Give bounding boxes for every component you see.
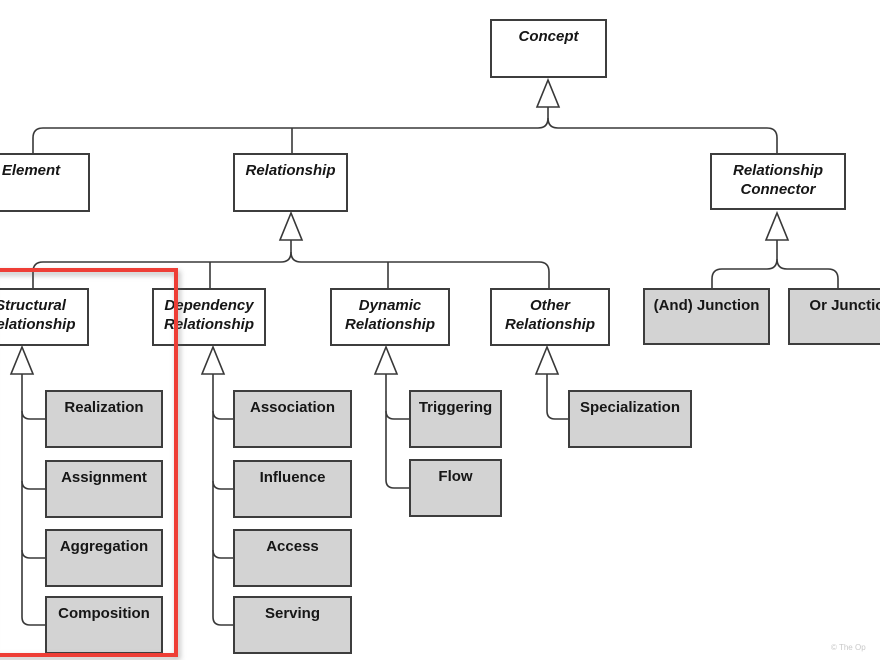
relationship-connector-generalization-fork <box>711 210 839 288</box>
node-or-junction: Or Junction <box>788 288 880 345</box>
node-flow: Flow <box>409 459 502 517</box>
node-aggregation: Aggregation <box>45 529 163 587</box>
highlight-box <box>0 268 178 657</box>
node-element: Element <box>0 153 90 212</box>
node-composition: Composition <box>45 596 163 654</box>
node-realization: Realization <box>45 390 163 448</box>
node-specialization: Specialization <box>568 390 692 448</box>
node-and-junction: (And) Junction <box>643 288 770 345</box>
node-structural-relationship: Structural Relationship <box>0 288 89 346</box>
generalization-triangle <box>534 344 560 375</box>
generalization-triangle <box>535 77 561 108</box>
generalization-triangle <box>278 210 304 241</box>
generalization-triangle <box>200 344 226 375</box>
structural-children-fork <box>9 344 45 626</box>
node-access: Access <box>233 529 352 587</box>
generalization-triangle <box>373 344 399 375</box>
dynamic-children-fork <box>373 344 409 489</box>
generalization-triangle <box>764 210 790 241</box>
node-assignment: Assignment <box>45 460 163 518</box>
node-other-relationship: Other Relationship <box>490 288 610 346</box>
node-triggering: Triggering <box>409 390 502 448</box>
node-concept: Concept <box>490 19 607 78</box>
generalization-triangle <box>9 344 35 375</box>
node-association: Association <box>233 390 352 448</box>
node-dynamic-relationship: Dynamic Relationship <box>330 288 450 346</box>
dependency-children-fork <box>200 344 233 626</box>
node-influence: Influence <box>233 460 352 518</box>
copyright-text: © The Op <box>831 643 866 652</box>
node-relationship-connector: Relationship Connector <box>710 153 846 210</box>
node-serving: Serving <box>233 596 352 654</box>
node-relationship: Relationship <box>233 153 348 212</box>
other-children-fork <box>534 344 568 420</box>
concept-generalization-fork <box>32 77 778 153</box>
node-dependency-relationship: Dependency Relationship <box>152 288 266 346</box>
